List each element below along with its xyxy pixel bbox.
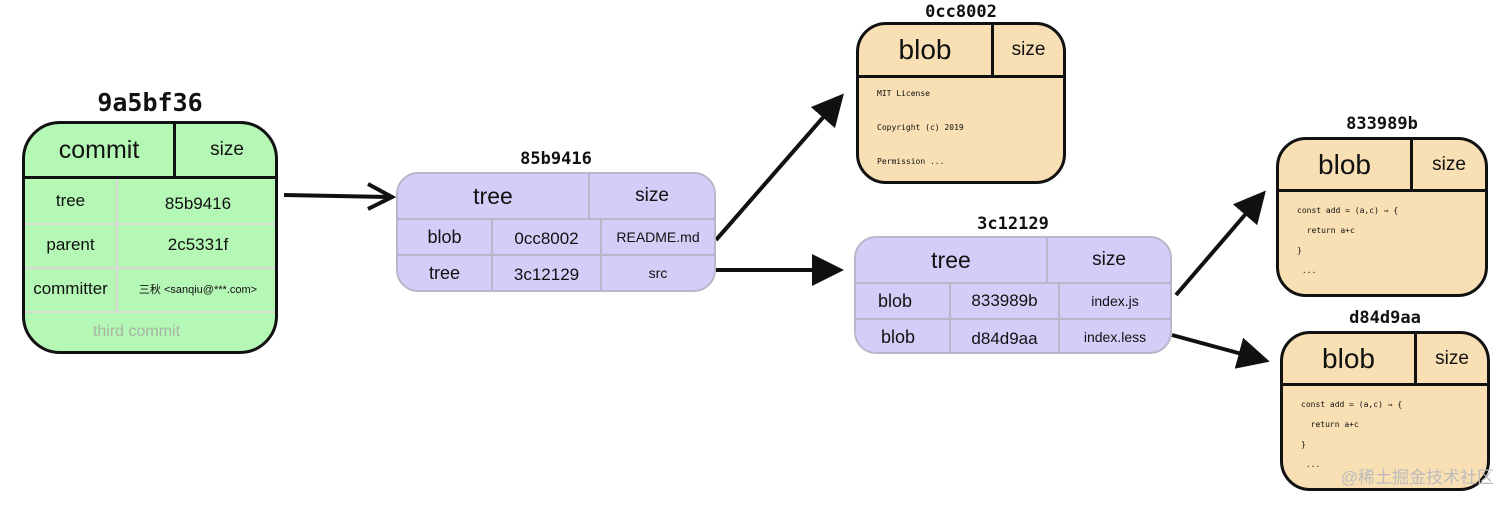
indexjs-blob-header-divider bbox=[1410, 140, 1413, 189]
src-tree-header-divider bbox=[1046, 238, 1048, 282]
commit-message: third commit bbox=[92, 323, 181, 340]
readme-blob-line: Permission ... bbox=[877, 157, 945, 166]
indexless-blob-line: return a+c bbox=[1301, 420, 1359, 429]
readme-blob-line: Copyright (c) 2019 bbox=[877, 123, 964, 132]
root-tree-hash: 85b9416 bbox=[520, 149, 592, 169]
arrow-src-to-indexjs-blob bbox=[1174, 190, 1266, 297]
commit-column-divider bbox=[116, 179, 118, 311]
src-tree-row-divider bbox=[856, 318, 1170, 320]
indexless-blob-line: const add = (a,c) ⇒ { bbox=[1301, 400, 1403, 409]
src-tree-object: tree size blob 833989b index.js blob d84… bbox=[854, 236, 1172, 354]
root-tree-header-divider bbox=[588, 174, 590, 218]
src-tree-col-divider bbox=[1058, 284, 1060, 352]
readme-blob-line: MIT License bbox=[877, 89, 930, 98]
commit-row-divider bbox=[25, 311, 275, 313]
commit-committer-key: committer bbox=[33, 279, 108, 298]
src-tree-entry-hash: 833989b bbox=[971, 291, 1038, 310]
indexless-blob-header-divider bbox=[1414, 334, 1417, 383]
commit-row-divider bbox=[25, 223, 275, 225]
src-tree-entry-hash: d84d9aa bbox=[971, 329, 1038, 348]
commit-tree-value: 85b9416 bbox=[164, 194, 232, 213]
commit-committer-value: 三秋 <sanqiu@***.com> bbox=[138, 284, 258, 296]
indexless-blob-header-line bbox=[1283, 383, 1487, 386]
arrow-tree-to-readme-blob bbox=[714, 93, 844, 242]
commit-tree-key: tree bbox=[55, 191, 86, 210]
root-tree-entry-hash: 0cc8002 bbox=[514, 229, 579, 248]
commit-row-divider bbox=[25, 267, 275, 269]
readme-blob-header-divider bbox=[991, 25, 994, 75]
arrow-src-to-indexless-blob bbox=[1171, 333, 1270, 369]
indexjs-blob-header-line bbox=[1279, 189, 1485, 192]
readme-blob-object: blob size MIT License Copyright (c) 2019… bbox=[856, 22, 1066, 184]
src-tree-type-label: tree bbox=[931, 246, 971, 273]
readme-blob-hash: 0cc8002 bbox=[925, 2, 997, 22]
indexless-blob-line: } bbox=[1301, 440, 1306, 449]
src-tree-size-label: size bbox=[1092, 249, 1126, 270]
indexjs-blob-object: blob size const add = (a,c) ⇒ { return a… bbox=[1276, 137, 1488, 297]
commit-parent-key: parent bbox=[46, 235, 95, 254]
root-tree-object: tree size blob 0cc8002 README.md tree 3c… bbox=[396, 172, 716, 292]
root-tree-header-line bbox=[398, 218, 714, 220]
commit-hash: 9a5bf36 bbox=[97, 88, 203, 117]
root-tree-col-divider bbox=[600, 220, 602, 290]
commit-header-line bbox=[25, 176, 275, 179]
commit-parent-value: 2c5331f bbox=[167, 235, 229, 254]
indexjs-blob-size-label: size bbox=[1432, 153, 1466, 175]
root-tree-row-divider bbox=[398, 254, 714, 256]
readme-blob-header-line bbox=[859, 75, 1063, 78]
readme-blob-type-label: blob bbox=[898, 34, 952, 65]
indexjs-blob-hash: 833989b bbox=[1346, 114, 1418, 134]
arrow-commit-to-tree bbox=[283, 182, 397, 211]
src-tree-entry-name: index.js bbox=[1091, 293, 1139, 309]
src-tree-header-line bbox=[856, 282, 1170, 284]
src-tree-entry-name: index.less bbox=[1083, 329, 1147, 345]
indexjs-blob-line: ... bbox=[1297, 266, 1317, 275]
commit-size-label: size bbox=[210, 139, 244, 160]
indexjs-blob-line: } bbox=[1297, 246, 1302, 255]
indexjs-blob-type-label: blob bbox=[1318, 148, 1371, 180]
commit-header-divider bbox=[173, 124, 176, 176]
root-tree-entry-type: tree bbox=[428, 262, 461, 283]
root-tree-col-divider bbox=[491, 220, 493, 290]
src-tree-entry-type: blob bbox=[880, 326, 916, 347]
indexless-blob-object: blob size const add = (a,c) ⇒ { return a… bbox=[1280, 331, 1490, 491]
commit-type-label: commit bbox=[58, 135, 140, 164]
src-tree-hash: 3c12129 bbox=[977, 214, 1049, 234]
indexless-blob-type-label: blob bbox=[1322, 342, 1375, 374]
indexless-blob-line: ... bbox=[1301, 460, 1321, 469]
indexless-blob-size-label: size bbox=[1435, 347, 1469, 369]
root-tree-entry-hash: 3c12129 bbox=[513, 265, 580, 284]
root-tree-type-label: tree bbox=[473, 182, 513, 209]
root-tree-entry-name: README.md bbox=[616, 229, 700, 245]
indexless-blob-hash: d84d9aa bbox=[1349, 308, 1421, 328]
watermark: @稀土掘金技术社区 bbox=[1340, 468, 1494, 487]
indexjs-blob-line: return a+c bbox=[1297, 226, 1355, 235]
root-tree-entry-name: src bbox=[648, 265, 668, 281]
commit-object: commit size tree 85b9416 parent 2c5331f … bbox=[22, 121, 278, 354]
root-tree-size-label: size bbox=[635, 185, 669, 206]
indexjs-blob-line: const add = (a,c) ⇒ { bbox=[1297, 206, 1399, 215]
src-tree-entry-type: blob bbox=[877, 290, 913, 311]
readme-blob-size-label: size bbox=[1011, 39, 1046, 60]
src-tree-col-divider bbox=[949, 284, 951, 352]
root-tree-entry-type: blob bbox=[427, 226, 462, 247]
